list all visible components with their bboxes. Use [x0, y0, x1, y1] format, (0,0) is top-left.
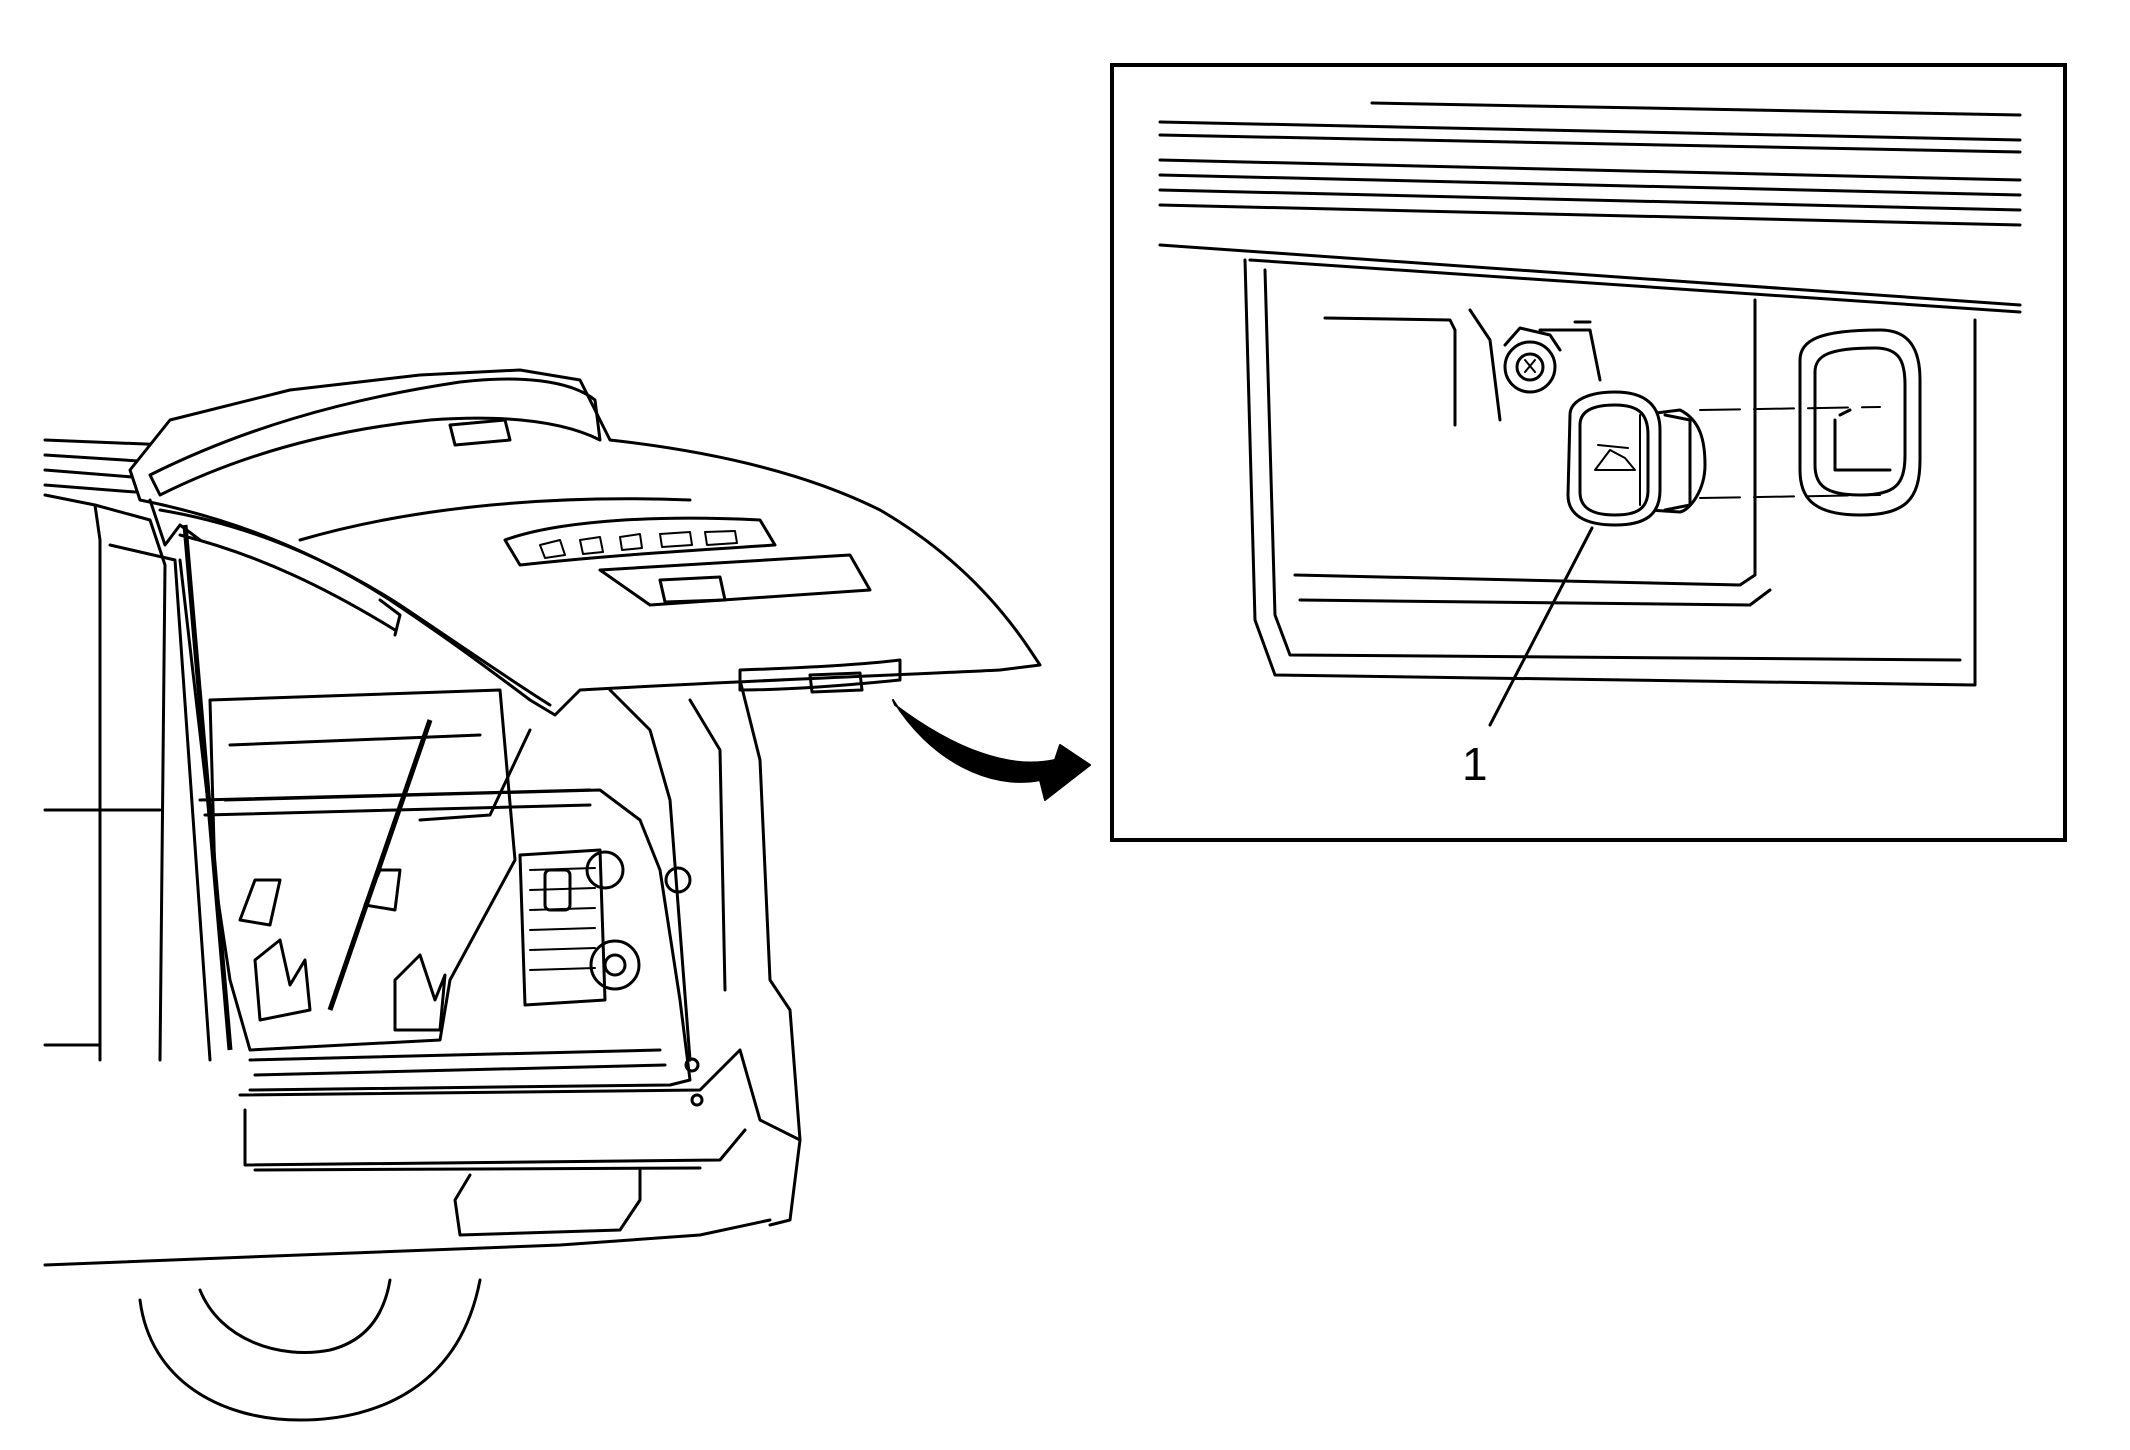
callout-label-1: 1	[1462, 738, 1488, 790]
detail-arrow	[892, 699, 1091, 801]
callout-leader	[1488, 526, 1594, 727]
detail-inset: 1	[1110, 63, 2067, 842]
liftgate-release-switch	[1566, 390, 1707, 527]
vehicle-rear-view	[43, 368, 1042, 1422]
